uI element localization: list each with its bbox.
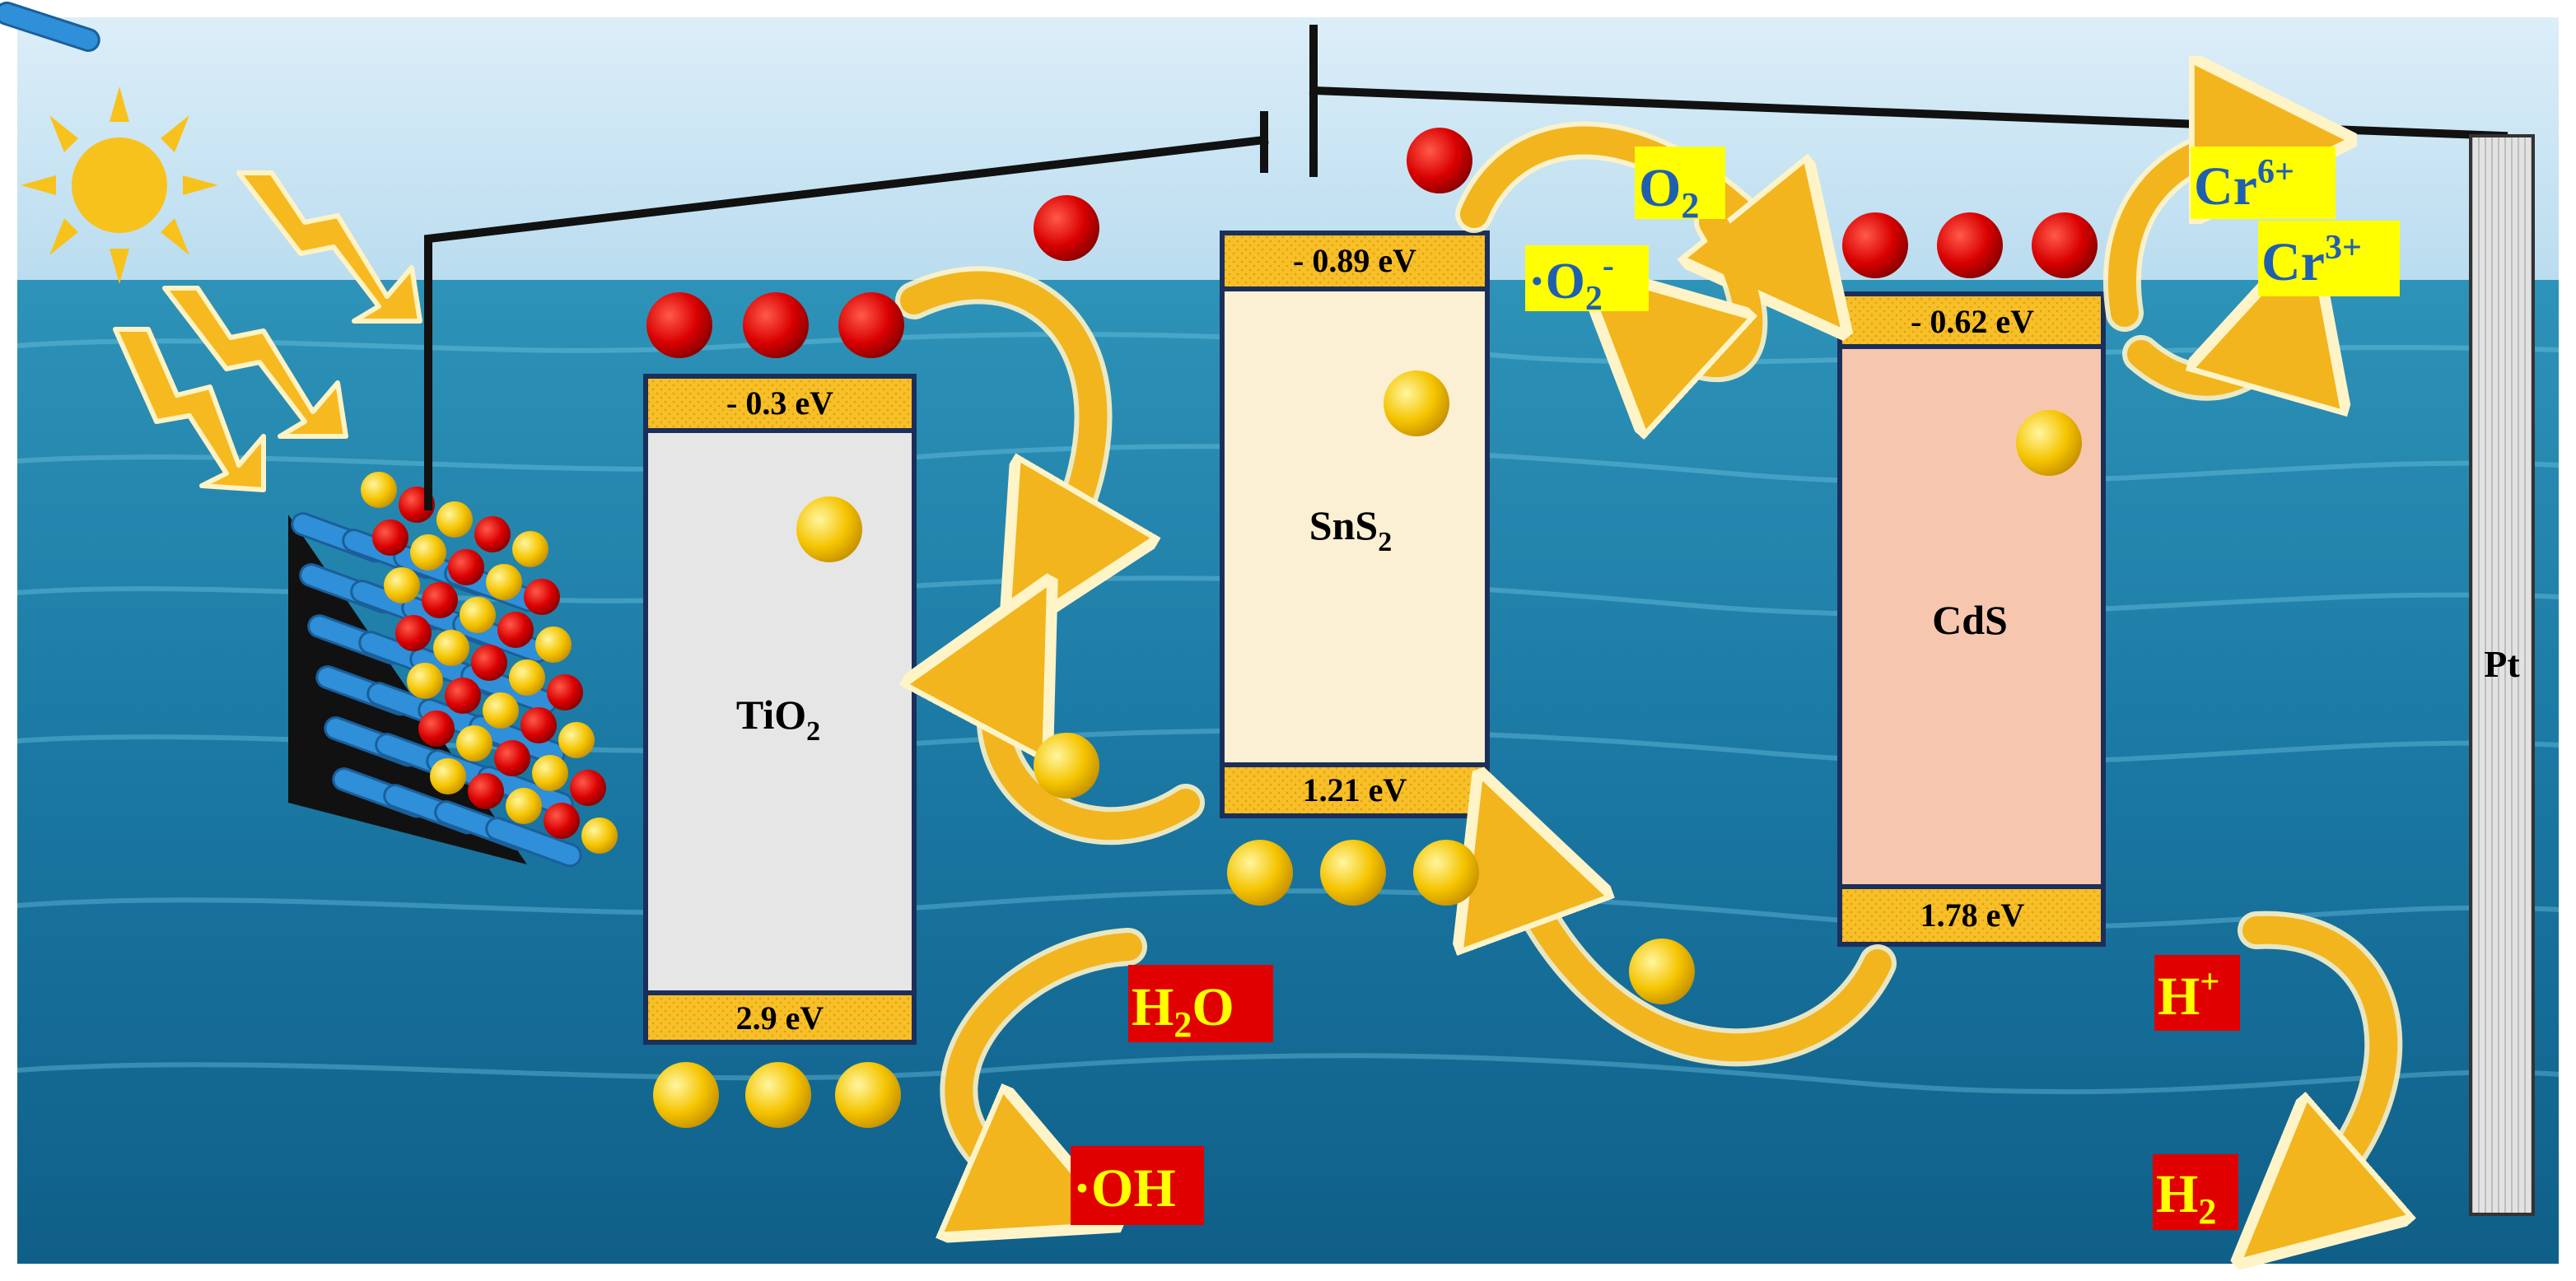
- species-labels-top: O2 ·O2- Cr6+ Cr3+: [1525, 147, 2400, 318]
- sns2-vb-label: 1.21 eV: [1303, 771, 1407, 808]
- cds-vb-label: 1.78 eV: [1920, 897, 2025, 934]
- nanoparticle: [460, 597, 496, 633]
- cr3-label: Cr3+: [2261, 229, 2362, 292]
- nanoparticle: [436, 501, 473, 538]
- nanoparticle: [448, 549, 484, 585]
- sns2-semiconductor: - 0.89 eV 1.21 eV SnS2: [1220, 231, 1490, 818]
- nanorod: [485, 817, 582, 868]
- electron: [1937, 212, 2003, 278]
- nanoparticle: [547, 674, 583, 710]
- hole: [1384, 370, 1449, 436]
- tio2-vb-label: 2.9 eV: [736, 999, 824, 1036]
- electron: [1034, 195, 1099, 261]
- hole: [1320, 840, 1386, 906]
- nanoparticle: [422, 582, 458, 618]
- nanoparticle: [509, 659, 545, 696]
- hole: [1034, 733, 1099, 799]
- holes: [653, 370, 2082, 1128]
- nanoparticle: [497, 612, 534, 648]
- nanoparticle: [486, 564, 522, 600]
- hole: [1227, 840, 1293, 906]
- nanoparticle: [430, 758, 466, 794]
- electron: [646, 292, 712, 358]
- nanoparticle: [395, 615, 432, 651]
- nanoparticle: [512, 531, 548, 567]
- hole: [796, 496, 862, 562]
- nanoparticle: [494, 740, 530, 776]
- electron: [838, 292, 904, 358]
- nanoparticle: [418, 710, 455, 747]
- nanoparticle: [520, 707, 557, 743]
- superoxide-label: ·O2-: [1528, 247, 1614, 318]
- sns2-cb-label: - 0.89 eV: [1293, 242, 1416, 279]
- nanoparticle: [471, 645, 507, 681]
- electrons: [646, 128, 2098, 358]
- o2-label: O2: [1639, 158, 1699, 226]
- transfer-arrows: [895, 140, 2383, 1210]
- sun-icon: [21, 86, 218, 284]
- nanoparticle: [532, 755, 568, 791]
- nanoparticle: [506, 788, 542, 824]
- nanoparticle: [372, 519, 408, 556]
- nanoparticle: [445, 678, 481, 714]
- nanoparticle: [581, 818, 618, 854]
- nanoparticle: [433, 630, 469, 666]
- nanoparticle: [483, 692, 519, 729]
- hole: [1413, 840, 1479, 906]
- pt-electrode: Pt: [2469, 134, 2535, 1216]
- nanoparticle: [544, 803, 580, 839]
- nanoparticle: [468, 773, 504, 809]
- light-rays: [113, 170, 422, 492]
- species-labels-bottom: H2O ·OH H+ H2: [1071, 955, 2240, 1232]
- nanoparticle: [474, 516, 511, 552]
- nanoparticle: [384, 567, 420, 603]
- nanoparticle: [570, 770, 606, 806]
- nanoparticle: [558, 722, 595, 758]
- sns2-name: SnS2: [1309, 502, 1392, 557]
- nanoparticle: [535, 627, 572, 663]
- electron: [1407, 128, 1472, 193]
- hole: [1629, 939, 1695, 1004]
- nanoparticle: [410, 534, 446, 571]
- nanorod-array-rods: [291, 472, 618, 868]
- hole: [2016, 410, 2082, 476]
- oh-label: ·OH: [1073, 1158, 1176, 1218]
- nanoparticle: [361, 472, 397, 508]
- nanoparticle: [456, 725, 492, 762]
- h2o-label: H2O: [1132, 977, 1234, 1045]
- cds-cb-label: - 0.62 eV: [1911, 303, 2034, 340]
- h2-label: H2: [2156, 1164, 2216, 1232]
- nanoparticle: [407, 663, 443, 699]
- hole: [745, 1062, 811, 1128]
- electron: [1842, 212, 1908, 278]
- pt-label: Pt: [2484, 643, 2520, 685]
- tio2-cb-label: - 0.3 eV: [726, 384, 833, 422]
- cds-semiconductor: - 0.62 eV 1.78 eV CdS: [1837, 291, 2106, 947]
- tio2-semiconductor: - 0.3 eV 2.9 eV TiO2: [643, 374, 917, 1045]
- hole: [653, 1062, 719, 1128]
- nanoparticle: [524, 579, 560, 615]
- hole: [835, 1062, 901, 1128]
- hplus-label: H+: [2158, 963, 2219, 1027]
- cr6-label: Cr6+: [2194, 153, 2294, 217]
- electron: [2032, 212, 2098, 278]
- electron: [743, 292, 809, 358]
- cds-name: CdS: [1932, 597, 2008, 643]
- tio2-name: TiO2: [736, 692, 820, 747]
